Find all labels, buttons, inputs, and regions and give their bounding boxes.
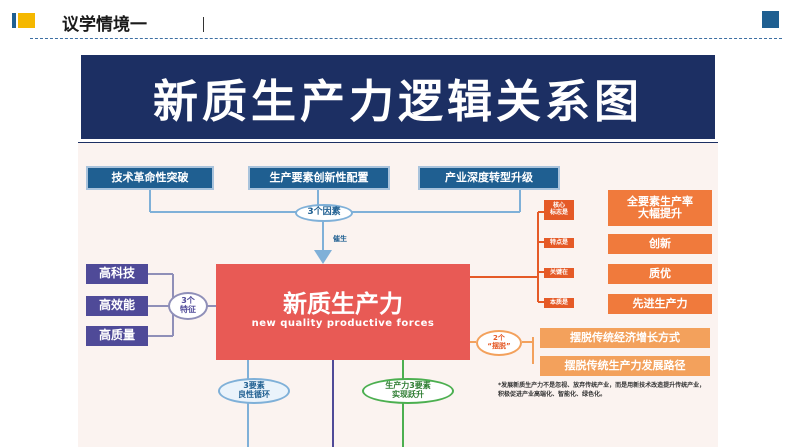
bottom-ellipse-cycle: 3要素 良性循环 [218,378,290,404]
right-box-advanced: 先进生产力 [608,294,712,314]
right-tag-key: 关键在 [544,268,574,278]
footnote: *发展新质生产力不是忽视、放弃传统产业，而是用新技术改造提升传统产业，积极促进产… [498,382,706,398]
right-tag-feature: 特点是 [544,238,574,248]
bottom-ellipse-leap: 生产力3要素 实现跃升 [362,378,454,404]
section-title: 议学情境一 [62,15,147,35]
feature-box-high-tech: 高科技 [86,264,148,284]
right-box-innovation: 创新 [608,234,712,254]
right-tag-essence: 本质是 [544,298,574,308]
features-ellipse: 3个 特征 [168,292,208,320]
right-box-quality: 质优 [608,264,712,284]
top-box-tech-revolution: 技术革命性突破 [86,166,214,190]
center-box [216,264,470,360]
center-title: 新质生产力 [283,290,403,318]
baituo-box-path: 摆脱传统生产力发展路径 [540,356,710,376]
banner [78,52,718,143]
right-tag-core: 核心 标志是 [544,200,574,220]
baituo-ellipse: 2个 “摆脱” [476,330,522,356]
center-subtitle: new quality productive forces [251,318,435,329]
feature-box-high-efficiency: 高效能 [86,296,148,316]
factors-ellipse: 3个因素 [295,204,353,222]
diagram-image: 新质生产力逻辑关系图 [78,52,718,447]
top-box-factor-allocation: 生产要素创新性配置 [248,166,390,190]
header-accent-right-icon [762,11,779,28]
header-accent-square-icon [18,13,35,28]
baituo-box-growth: 摆脱传统经济增长方式 [540,328,710,348]
feature-box-high-quality: 高质量 [86,326,148,346]
cuisheng-label: 催生 [333,235,347,243]
header-divider [203,17,204,32]
banner-title: 新质生产力逻辑关系图 [152,75,643,128]
top-box-industry-upgrade: 产业深度转型升级 [418,166,560,190]
header-dashed-line [30,38,782,39]
right-box-tfp: 全要素生产率 大幅提升 [608,190,712,226]
header-accent-left-icon [12,13,16,28]
